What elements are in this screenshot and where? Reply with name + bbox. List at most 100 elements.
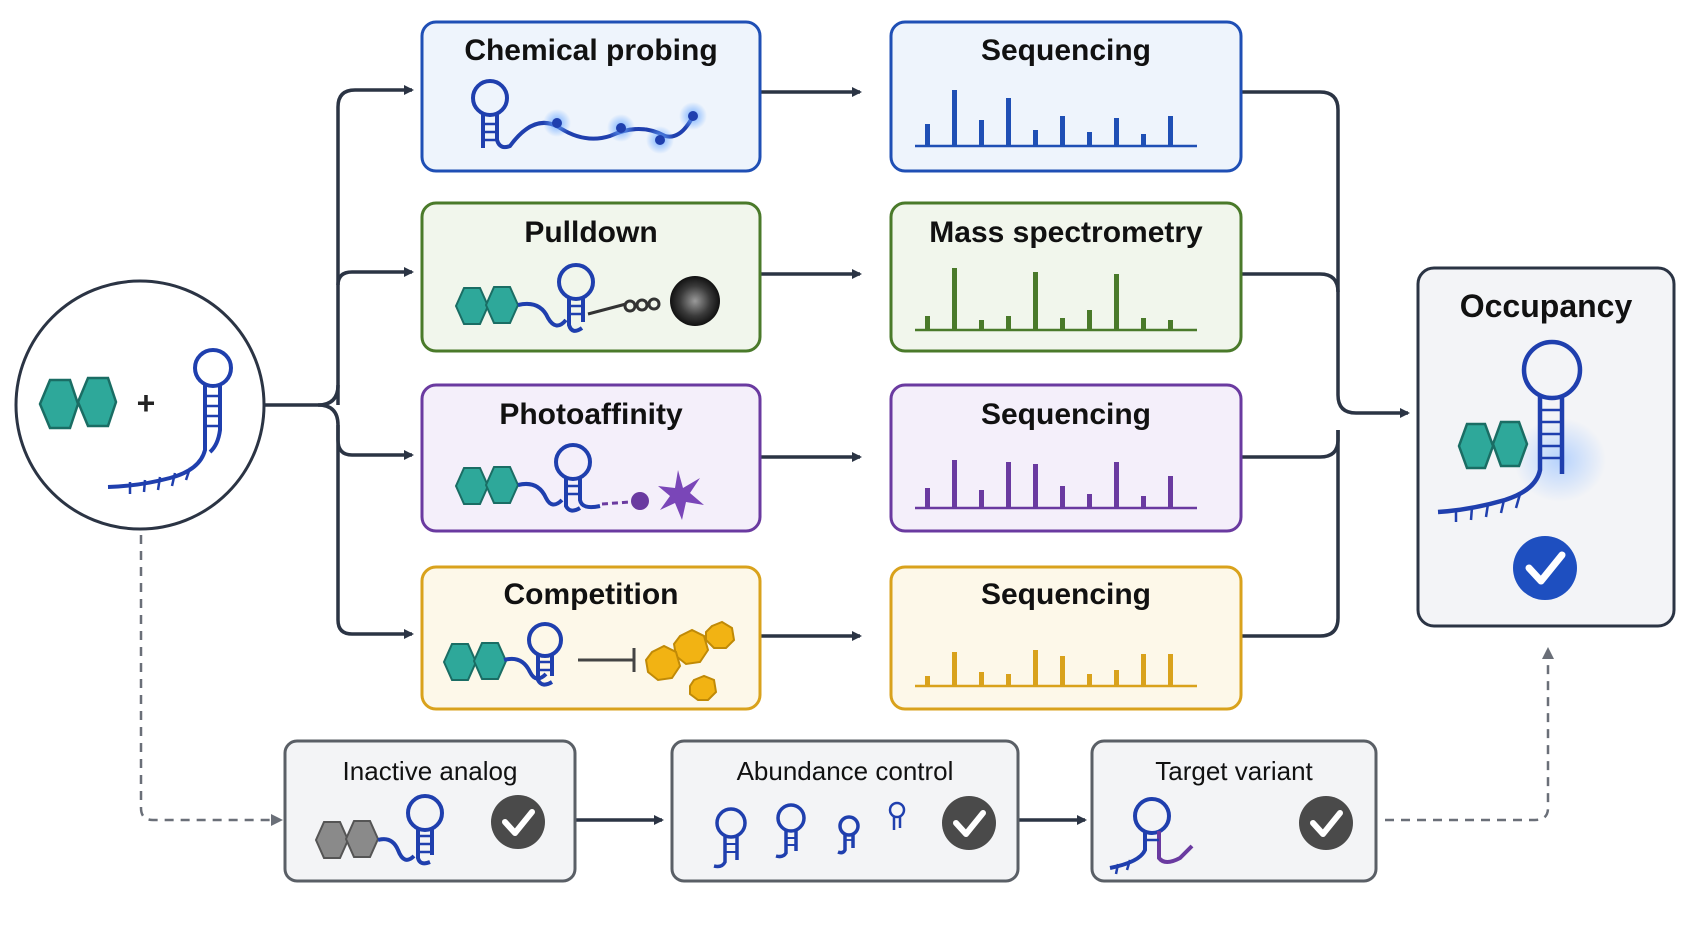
readout-1 [889, 20, 1243, 173]
method-label-competition: Competition [503, 578, 679, 611]
spectrum-peak [1168, 320, 1173, 330]
inhibition-icon [578, 648, 636, 672]
dashed-connectors [139, 535, 1554, 826]
mass-spec-spectrum [915, 268, 1197, 332]
spectrum-peak [952, 652, 957, 686]
rna-hairpin-icon [503, 622, 563, 687]
control-target-variant [1090, 739, 1378, 883]
readout-3 [889, 383, 1243, 533]
spectrum-peak [1141, 134, 1146, 146]
ligand-icon [442, 642, 508, 681]
spectrum-peak [979, 672, 984, 686]
method-label-photoaffinity: Photoaffinity [499, 398, 683, 431]
rna-hairpin-icon [107, 348, 233, 494]
spectrum-peak [979, 490, 984, 508]
readout-label-2: Mass spectrometry [929, 216, 1203, 249]
spectrum-peak [925, 488, 930, 508]
rna-hairpin-icon [377, 794, 444, 866]
method-chemical-probing [420, 20, 762, 173]
spectrum-peak [1060, 116, 1065, 146]
dashed-input-to-controls [139, 535, 283, 826]
spectrum-peak [1060, 486, 1065, 508]
spectrum-peak [1114, 462, 1119, 508]
spectrum-peak [1006, 674, 1011, 686]
spectrum-peak [1033, 650, 1038, 686]
control-abundance [670, 739, 1020, 883]
sequencing-spectrum-3 [915, 460, 1197, 510]
ligand-icon [454, 466, 520, 505]
branch-4 [336, 425, 414, 639]
spectrum-peak [1168, 654, 1173, 686]
spectrum-peak [1033, 130, 1038, 146]
spectrum-peak [1006, 316, 1011, 330]
method-label-pulldown: Pulldown [524, 216, 658, 249]
control-label-abundance: Abundance control [736, 756, 954, 786]
plus-sign: + [137, 385, 156, 421]
method-pulldown [420, 201, 762, 353]
check-icon [1513, 536, 1577, 600]
rna-hairpin-icon [517, 263, 595, 333]
crosslink-burst-icon [658, 470, 704, 520]
dashed-controls-to-occupancy [1385, 647, 1554, 822]
connectors [262, 85, 1410, 825]
spectrum-peak [952, 90, 957, 146]
arrow-to-occupancy [1336, 394, 1410, 418]
spectrum-peak [1087, 674, 1092, 686]
spectrum-peak [1006, 462, 1011, 508]
spectrum-peak [1114, 118, 1119, 146]
sequencing-spectrum-4 [915, 650, 1197, 688]
branch-2 [336, 267, 414, 286]
spectrum-peak [1087, 310, 1092, 330]
spectrum-peak [979, 320, 984, 330]
bound-rna-icon [1437, 339, 1583, 522]
check-icon [1299, 796, 1353, 850]
spectrum-peak [1087, 132, 1092, 146]
check-icon [491, 795, 545, 849]
spectrum-peak [1060, 656, 1065, 686]
reactivity-glow-icons [543, 102, 707, 154]
photoreactive-group-icon [631, 492, 649, 510]
spectrum-peak [1168, 476, 1173, 508]
readout-4 [889, 565, 1243, 711]
spectrum-peak [1033, 272, 1038, 330]
check-icon [942, 796, 996, 850]
method-label-chemical-probing: Chemical probing [464, 34, 718, 67]
ligand-icon [38, 376, 118, 430]
spectrum-peak [1141, 654, 1146, 686]
spectrum-peak [1006, 98, 1011, 146]
spectrum-peak [1060, 318, 1065, 330]
input-complex: + [14, 279, 266, 531]
spectrum-peak [952, 268, 957, 330]
spectrum-peak [1168, 116, 1173, 146]
control-inactive-analog [283, 739, 577, 883]
method-competition [420, 565, 762, 711]
spectrum-peak [1087, 494, 1092, 508]
control-label-target-variant: Target variant [1155, 756, 1313, 786]
spectrum-peak [925, 124, 930, 146]
control-label-inactive-analog: Inactive analog [342, 756, 518, 786]
spectrum-peak [1114, 274, 1119, 330]
spectrum-peak [952, 460, 957, 508]
spectrum-peak [1141, 496, 1146, 508]
competitor-icon [644, 620, 736, 701]
rna-dilution-icons [713, 801, 906, 869]
branch-1 [336, 85, 414, 108]
branch-3 [317, 403, 414, 460]
rna-hairpin-icon [517, 443, 601, 513]
linker-chain-icon [587, 297, 661, 316]
occupancy-label: Occupancy [1459, 288, 1633, 324]
readout-2 [889, 201, 1243, 353]
ligand-icon [1457, 420, 1529, 470]
spectrum-peak [925, 676, 930, 686]
readout-label-4: Sequencing [980, 578, 1152, 611]
spectrum-peak [1033, 464, 1038, 508]
mutant-rna-icon [1109, 797, 1194, 875]
readout-label-1: Sequencing [980, 34, 1152, 67]
occupancy-box [1416, 266, 1676, 628]
sequencing-spectrum-1 [915, 90, 1197, 148]
spectrum-peak [925, 316, 930, 330]
ligand-icon [454, 286, 520, 325]
merge-1 [1241, 90, 1340, 395]
spectrum-peak [1141, 318, 1146, 330]
spectrum-peak [979, 120, 984, 146]
